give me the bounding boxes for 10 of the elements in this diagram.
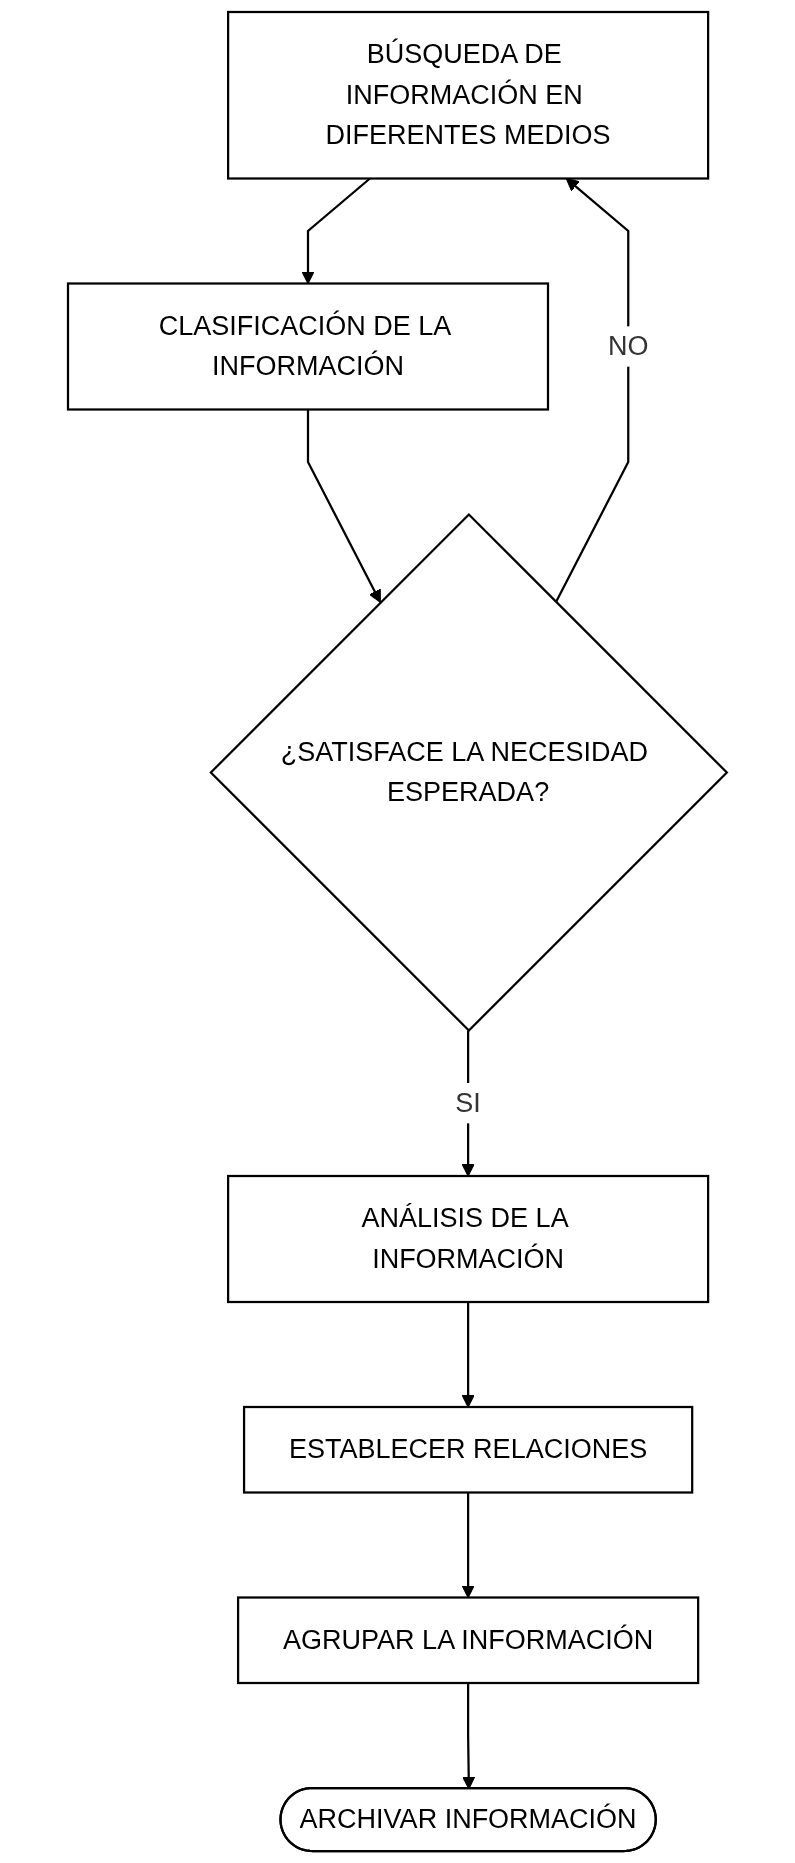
- edge-label: SI: [455, 1087, 481, 1118]
- node-box: ANÁLISIS DE LA INFORMACIÓN: [227, 1174, 710, 1304]
- node-box: ESTABLECER RELACIONES: [243, 1405, 694, 1494]
- node-box: BÚSQUEDA DE INFORMACIÓN EN DIFERENTES MEDIOS: [227, 10, 710, 180]
- node-diamond: ¿SATISFACE LA NECESIDAD ESPERADA?: [209, 512, 729, 1033]
- node-box: CLASIFICACIÓN DE LA INFORMACIÓN: [66, 282, 550, 411]
- arrow: [306, 409, 381, 603]
- edge-label: NO: [608, 330, 649, 361]
- node-box: AGRUPAR LA INFORMACIÓN: [237, 1596, 700, 1685]
- arrow: [461, 1302, 475, 1408]
